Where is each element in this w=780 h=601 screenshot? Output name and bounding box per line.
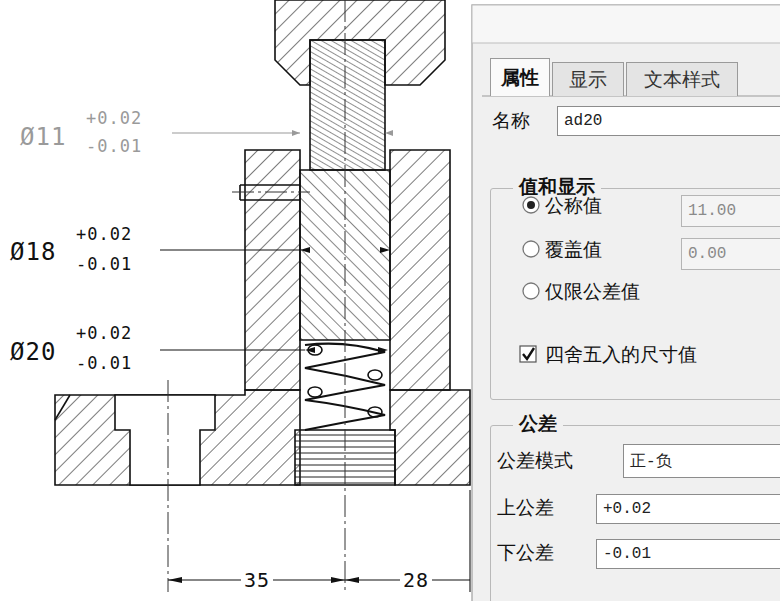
leader-lines-part <box>300 247 390 253</box>
leader-lines-part <box>292 130 393 136</box>
part-section <box>55 0 470 485</box>
group-title: 值和显示 <box>513 177 601 196</box>
checkbox <box>520 346 536 362</box>
part-section-part <box>245 150 300 390</box>
value-field: 0.00 <box>681 238 780 270</box>
part-section-part <box>368 407 382 417</box>
select-field: 正-负 <box>623 444 780 478</box>
radio-label: 覆盖值 <box>545 240 602 259</box>
field-text: -0.01 <box>603 545 651 563</box>
center-lines-part <box>232 192 310 193</box>
leader-lines-part <box>160 249 300 250</box>
field-text: ad20 <box>564 112 602 130</box>
name-field: ad20 <box>557 106 780 136</box>
center-lines-part <box>345 0 346 592</box>
tolerance-text: +0.02 <box>76 325 132 342</box>
group-title: 公差 <box>513 414 563 433</box>
part-section-part <box>308 387 322 397</box>
radio-label: 公称值 <box>545 196 602 215</box>
part-section-part <box>390 150 450 390</box>
field-label: 上公差 <box>497 498 554 517</box>
field-text: 11.00 <box>688 202 736 220</box>
field-text: 显示 <box>569 67 607 93</box>
tolerance-text: +0.02 <box>76 226 132 243</box>
part-section-part <box>390 390 470 485</box>
leader-lines-part <box>305 347 388 353</box>
tolerance-field: +0.02 <box>596 494 780 524</box>
part-section-part <box>368 370 382 380</box>
checkbox-label: 四舍五入的尺寸值 <box>545 345 697 364</box>
field-text: 0.00 <box>688 245 726 263</box>
dimension-text: Ø18 <box>10 240 56 264</box>
field-text: +0.02 <box>603 500 651 518</box>
tolerance-text: +0.02 <box>86 110 142 127</box>
radio-buttons-part <box>523 197 539 213</box>
field-label: 下公差 <box>497 543 554 562</box>
center-lines-part <box>168 380 169 592</box>
dialog-panel-part <box>472 5 780 43</box>
tab: 显示 <box>552 62 624 96</box>
checkbox-part <box>523 348 534 359</box>
tab-selected: 属性 <box>490 58 550 96</box>
leader-lines-part <box>160 349 305 350</box>
dimension-text: 35 <box>241 570 273 590</box>
part-section-part <box>55 395 70 420</box>
field-text: 属性 <box>501 65 539 91</box>
part-section-part <box>55 390 300 485</box>
tolerance-field: -0.01 <box>596 539 780 569</box>
part-section-part <box>275 0 445 85</box>
radio-buttons-part <box>523 241 539 257</box>
leader-lines-part <box>172 132 300 133</box>
field-text: 文本样式 <box>644 67 720 93</box>
field-label: 名称 <box>492 111 530 130</box>
radio-buttons-part <box>527 201 535 209</box>
field-label: 公差模式 <box>497 451 573 470</box>
part-section-part <box>310 40 385 170</box>
tolerance-text: -0.01 <box>76 355 132 372</box>
radio-buttons-part <box>523 283 539 299</box>
tolerance-text: -0.01 <box>76 256 132 273</box>
radio-buttons <box>523 197 539 299</box>
value-field: 11.00 <box>681 195 780 227</box>
dimension-text: Ø11 <box>20 125 66 149</box>
checkbox-part <box>520 346 536 362</box>
part-section-part <box>115 395 215 485</box>
dimension-text: 28 <box>400 570 432 590</box>
field-text: 正-负 <box>630 451 672 472</box>
dimension-text: Ø20 <box>10 340 56 364</box>
center-lines <box>168 0 345 592</box>
radio-label: 仅限公差值 <box>545 282 640 301</box>
tab: 文本样式 <box>626 62 738 96</box>
tolerance-text: -0.01 <box>86 138 142 155</box>
leader-lines <box>160 130 470 592</box>
leader-lines-part <box>469 490 470 592</box>
